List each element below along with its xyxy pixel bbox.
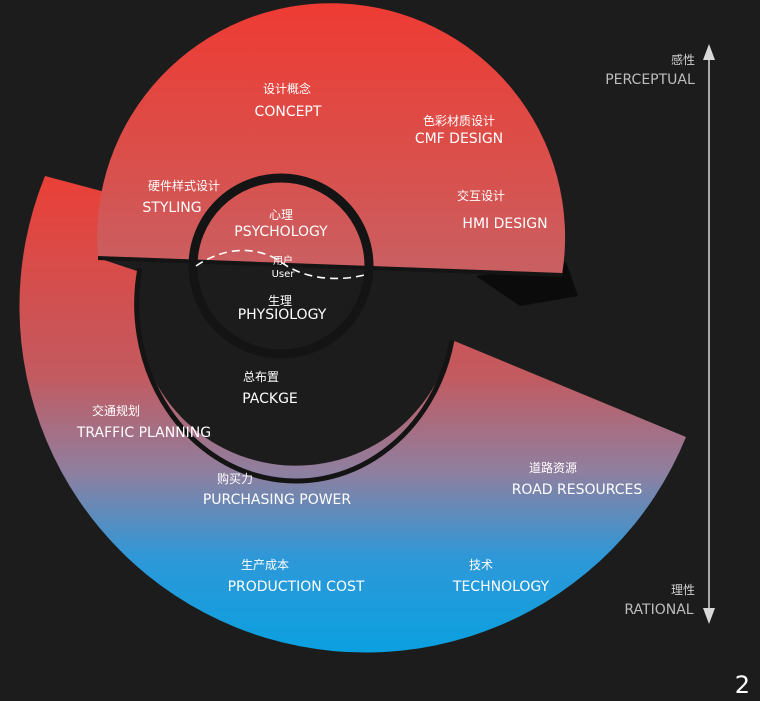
axis-top-zh: 感性	[671, 52, 695, 67]
axis-arrow-down-icon	[703, 608, 715, 624]
production-label-en: PRODUCTION COST	[228, 579, 365, 595]
physiology-label-en: PHYSIOLOGY	[238, 307, 327, 323]
production-label-zh: 生产成本	[241, 558, 289, 572]
package-label-en: PACKGE	[242, 391, 298, 407]
hmi-label-zh: 交互设计	[457, 188, 505, 203]
axis-arrow-up-icon	[703, 44, 715, 60]
concept-label-en: CONCEPT	[255, 104, 322, 120]
axis-top-en: PERCEPTUAL	[605, 72, 695, 88]
traffic-label-zh: 交通规划	[92, 403, 140, 418]
concept-label-zh: 设计概念	[263, 81, 311, 96]
technology-label-zh: 技术	[469, 558, 493, 572]
user-label-en: User	[272, 269, 296, 280]
traffic-label-en: TRAFFIC PLANNING	[76, 425, 211, 441]
purchasing-label-en: PURCHASING POWER	[203, 492, 352, 508]
technology-label-en: TECHNOLOGY	[452, 579, 550, 595]
page-number: 2	[734, 671, 750, 699]
psychology-label-en: PSYCHOLOGY	[234, 224, 328, 240]
road-label-en: ROAD RESOURCES	[512, 482, 643, 498]
physiology-label-zh: 生理	[268, 294, 292, 308]
user-label-zh: 用户	[273, 254, 293, 267]
segment-divider	[97, 256, 563, 277]
psychology-label-zh: 心理	[269, 208, 293, 222]
hmi-label-en: HMI DESIGN	[462, 216, 547, 232]
axis-bottom-zh: 理性	[671, 583, 695, 597]
road-label-zh: 道路资源	[529, 460, 577, 475]
inner-spiral-ring	[134, 267, 455, 484]
styling-label-zh: 硬件样式设计	[148, 178, 220, 193]
styling-label-en: STYLING	[142, 200, 201, 216]
purchasing-label-zh: 购买力	[217, 471, 253, 486]
cmf-label-zh: 色彩材质设计	[423, 114, 495, 128]
cmf-label-en: CMF DESIGN	[415, 131, 503, 147]
axis-bottom-en: RATIONAL	[624, 602, 693, 618]
package-label-zh: 总布置	[243, 370, 279, 384]
outer-lower-segment	[19, 176, 687, 653]
center-dashed-divider	[195, 249, 369, 280]
user-center-circle	[188, 173, 374, 359]
